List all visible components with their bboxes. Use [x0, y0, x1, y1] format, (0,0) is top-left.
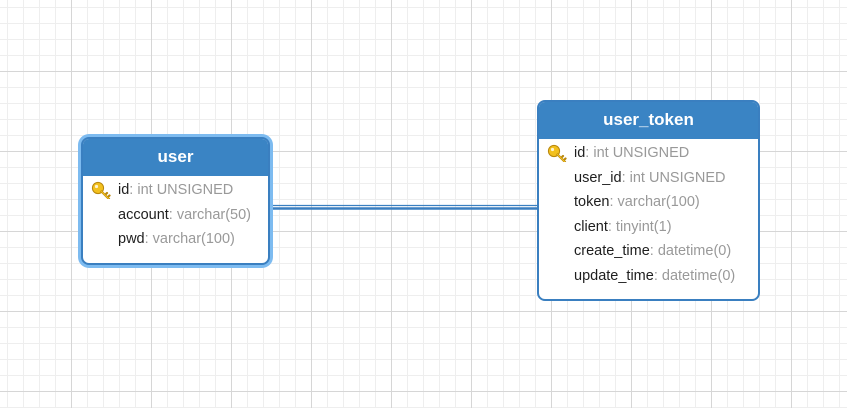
- field-type: varchar(50): [176, 206, 251, 223]
- field-type: int UNSIGNED: [593, 145, 690, 161]
- field-type: datetime(0): [657, 243, 732, 259]
- field-type: int UNSIGNED: [629, 169, 726, 186]
- field-name: user_id: [574, 169, 622, 186]
- field-type: datetime(0): [661, 267, 736, 284]
- field-row[interactable]: account: varchar(50): [118, 206, 251, 223]
- field-row[interactable]: update_time: datetime(0): [574, 267, 736, 284]
- field-row[interactable]: pwd: varchar(100): [118, 231, 235, 247]
- field-type: int UNSIGNED: [137, 182, 234, 198]
- key-icon: [547, 144, 567, 162]
- field-name: account: [118, 206, 169, 223]
- field-type: tinyint(1): [615, 218, 672, 235]
- field-row[interactable]: id: int UNSIGNED: [539, 141, 758, 166]
- field-name: pwd: [118, 231, 145, 247]
- field-row[interactable]: client: tinyint(1): [574, 218, 672, 235]
- field-name: id: [118, 182, 130, 198]
- table-user[interactable]: user id: int UNSIGNED account: varchar(5…: [81, 137, 270, 265]
- field-list: id: int UNSIGNED account: varchar(50) pw…: [83, 176, 268, 252]
- field-row[interactable]: create_time: datetime(0): [574, 243, 732, 259]
- field-row[interactable]: user_id: int UNSIGNED: [574, 169, 726, 186]
- table-title[interactable]: user: [83, 139, 268, 176]
- field-name: client: [574, 218, 608, 235]
- field-name: id: [574, 145, 586, 161]
- table-title[interactable]: user_token: [539, 102, 758, 139]
- field-name: create_time: [574, 243, 650, 259]
- field-name: update_time: [574, 267, 654, 284]
- field-type: varchar(100): [617, 194, 700, 210]
- field-type: varchar(100): [152, 231, 235, 247]
- key-icon: [91, 181, 111, 199]
- field-row[interactable]: id: int UNSIGNED: [83, 178, 268, 203]
- table-user-token[interactable]: user_token id: int UNSIGNED user_id: int…: [537, 100, 760, 301]
- field-list: id: int UNSIGNED user_id: int UNSIGNED t…: [539, 139, 758, 288]
- field-name: token: [574, 194, 610, 210]
- field-row[interactable]: token: varchar(100): [574, 194, 700, 210]
